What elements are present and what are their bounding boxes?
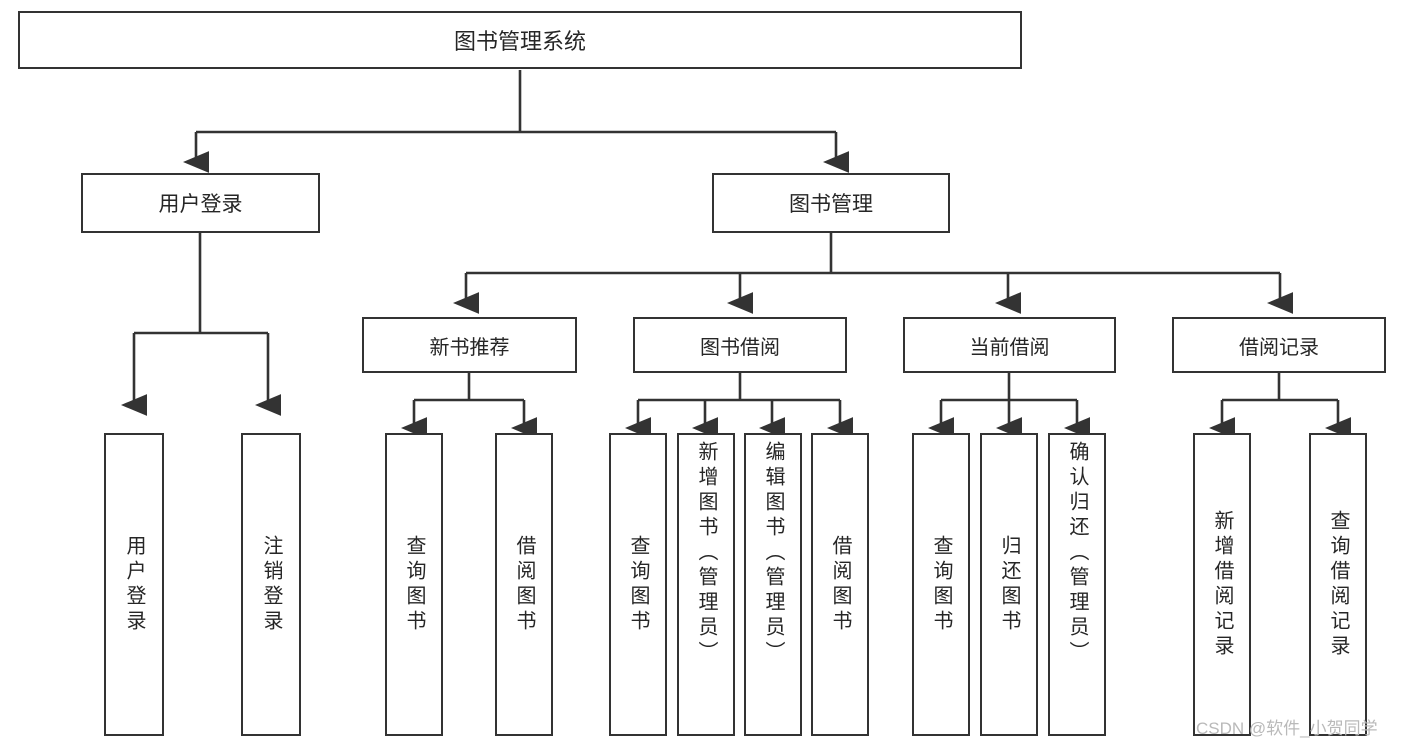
node-book-management[interactable]: 图书管理 <box>712 173 950 233</box>
leaf-inner: 查询图书 <box>914 435 968 734</box>
node-root-system[interactable]: 图书管理系统 <box>18 11 1022 69</box>
node-label: 借阅记录 <box>1239 336 1319 359</box>
leaf-inner: 查询图书 <box>387 435 441 734</box>
leaf-inner: 借阅图书 <box>497 435 551 734</box>
node-current-borrow[interactable]: 当前借阅 <box>903 317 1116 373</box>
node-borrow-record[interactable]: 借阅记录 <box>1172 317 1386 373</box>
node-label: 图书管理 <box>789 193 873 216</box>
node-label: 确认归还（管理员） <box>1066 441 1088 666</box>
node-label: 新增借阅记录 <box>1211 509 1233 660</box>
watermark-text: CSDN @软件_小贺同学 <box>1196 719 1378 738</box>
node-label: 图书管理系统 <box>453 29 586 54</box>
leaf-query-borrow-record[interactable]: 查询借阅记录 <box>1309 433 1367 736</box>
leaf-borrow-book-recommendation[interactable]: 借阅图书 <box>495 433 553 736</box>
leaf-return-book[interactable]: 归还图书 <box>980 433 1038 736</box>
node-label: 查询图书 <box>930 534 952 635</box>
node-new-book-recommendation[interactable]: 新书推荐 <box>362 317 577 373</box>
leaf-inner: 新增图书（管理员） <box>679 435 733 734</box>
leaf-inner: 新增借阅记录 <box>1195 435 1249 734</box>
node-user-login[interactable]: 用户登录 <box>81 173 320 233</box>
node-label: 借阅图书 <box>513 534 535 635</box>
leaf-edit-book-admin[interactable]: 编辑图书（管理员） <box>744 433 802 736</box>
leaf-add-book-admin[interactable]: 新增图书（管理员） <box>677 433 735 736</box>
node-label: 新增图书（管理员） <box>695 441 717 666</box>
leaf-inner: 注销登录 <box>243 435 299 734</box>
leaf-inner: 借阅图书 <box>813 435 867 734</box>
node-book-borrow[interactable]: 图书借阅 <box>633 317 847 373</box>
node-label: 新书推荐 <box>429 336 510 359</box>
leaf-inner: 确认归还（管理员） <box>1050 435 1104 734</box>
node-label: 当前借阅 <box>969 336 1050 359</box>
leaf-inner: 用户登录 <box>106 435 162 734</box>
leaf-borrow-book[interactable]: 借阅图书 <box>811 433 869 736</box>
node-label: 查询图书 <box>627 534 649 635</box>
node-label: 用户登录 <box>123 534 145 635</box>
leaf-query-book-borrow[interactable]: 查询图书 <box>609 433 667 736</box>
leaf-user-login[interactable]: 用户登录 <box>104 433 164 736</box>
leaf-logout[interactable]: 注销登录 <box>241 433 301 736</box>
leaf-inner: 查询图书 <box>611 435 665 734</box>
leaf-query-book-recommendation[interactable]: 查询图书 <box>385 433 443 736</box>
node-label: 查询借阅记录 <box>1327 509 1349 660</box>
node-label: 注销登录 <box>260 534 282 635</box>
leaf-inner: 查询借阅记录 <box>1311 435 1365 734</box>
leaf-confirm-return-admin[interactable]: 确认归还（管理员） <box>1048 433 1106 736</box>
node-label: 归还图书 <box>998 534 1020 635</box>
node-label: 用户登录 <box>158 193 243 216</box>
leaf-inner: 编辑图书（管理员） <box>746 435 800 734</box>
leaf-query-book-current[interactable]: 查询图书 <box>912 433 970 736</box>
leaf-add-borrow-record[interactable]: 新增借阅记录 <box>1193 433 1251 736</box>
node-label: 编辑图书（管理员） <box>762 441 784 666</box>
node-label: 借阅图书 <box>829 534 851 635</box>
node-label: 图书借阅 <box>700 336 780 359</box>
leaf-inner: 归还图书 <box>982 435 1036 734</box>
node-label: 查询图书 <box>403 534 425 635</box>
